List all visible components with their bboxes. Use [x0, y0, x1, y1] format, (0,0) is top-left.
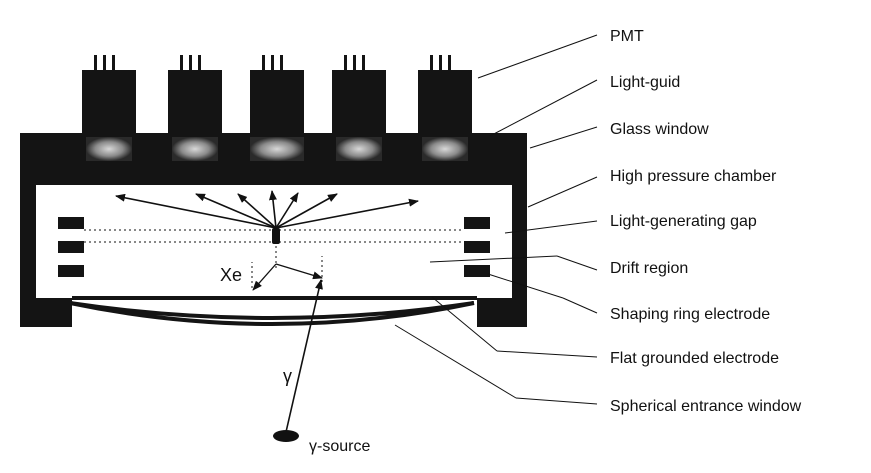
electrode-left-3 — [58, 265, 84, 277]
glass-windows — [86, 137, 468, 161]
label-high-pressure-chamber: High pressure chamber — [610, 168, 777, 185]
pmt-array — [82, 55, 472, 134]
leader-gap — [504, 220, 598, 234]
leader-flat — [431, 296, 498, 352]
label-light-generating-gap: Light-generating gap — [610, 213, 757, 230]
leader-spherical-2 — [515, 397, 598, 405]
glass-window-3 — [250, 137, 304, 161]
glass-window-4 — [336, 137, 382, 161]
leader-drift — [429, 255, 558, 263]
leader-drift-2 — [556, 255, 598, 271]
light-rays — [115, 190, 419, 229]
leader-flat-2 — [496, 350, 598, 358]
pmt-1 — [82, 55, 136, 134]
leader-shaping — [487, 273, 564, 299]
leader-lines — [394, 34, 598, 405]
leader-chamber — [527, 176, 598, 208]
spherical-entrance-window — [69, 301, 475, 326]
leader-pmt — [477, 34, 598, 79]
glass-window-5 — [422, 137, 468, 161]
electrode-left-2 — [58, 241, 84, 253]
glass-window-2 — [172, 137, 218, 161]
label-flat-grounded-electrode: Flat grounded electrode — [610, 350, 779, 367]
electroluminescence-spot — [272, 228, 280, 244]
label-light-guide: Light-guid — [610, 74, 680, 91]
label-pmt: PMT — [610, 28, 644, 45]
label-drift-region: Drift region — [610, 260, 688, 277]
pmt-5 — [418, 55, 472, 134]
xenon-label: Xe — [220, 265, 242, 285]
pmt-2 — [168, 55, 222, 134]
electrode-right-2 — [464, 241, 490, 253]
glass-window-1 — [86, 137, 132, 161]
leader-glass-window — [529, 126, 598, 149]
pmt-3 — [250, 55, 304, 134]
gamma-ray — [285, 279, 323, 433]
pmt-4 — [332, 55, 386, 134]
shaping-ring-electrodes — [58, 217, 490, 277]
component-labels: PMT Light-guid Glass window High pressur… — [610, 28, 802, 415]
drift-tracks — [251, 244, 323, 291]
label-glass-window: Glass window — [610, 121, 709, 138]
gamma-source-label: γ-source — [309, 438, 370, 455]
electrode-left-1 — [58, 217, 84, 229]
label-shaping-ring-electrode: Shaping ring electrode — [610, 306, 770, 323]
label-spherical-entrance-window: Spherical entrance window — [610, 398, 802, 415]
leader-light-guide — [489, 79, 598, 137]
leader-spherical — [394, 324, 517, 399]
electrode-right-3 — [464, 265, 490, 277]
electrode-right-1 — [464, 217, 490, 229]
leader-shaping-2 — [562, 297, 598, 314]
gamma-source — [273, 430, 299, 442]
gamma-label: γ — [283, 366, 292, 386]
